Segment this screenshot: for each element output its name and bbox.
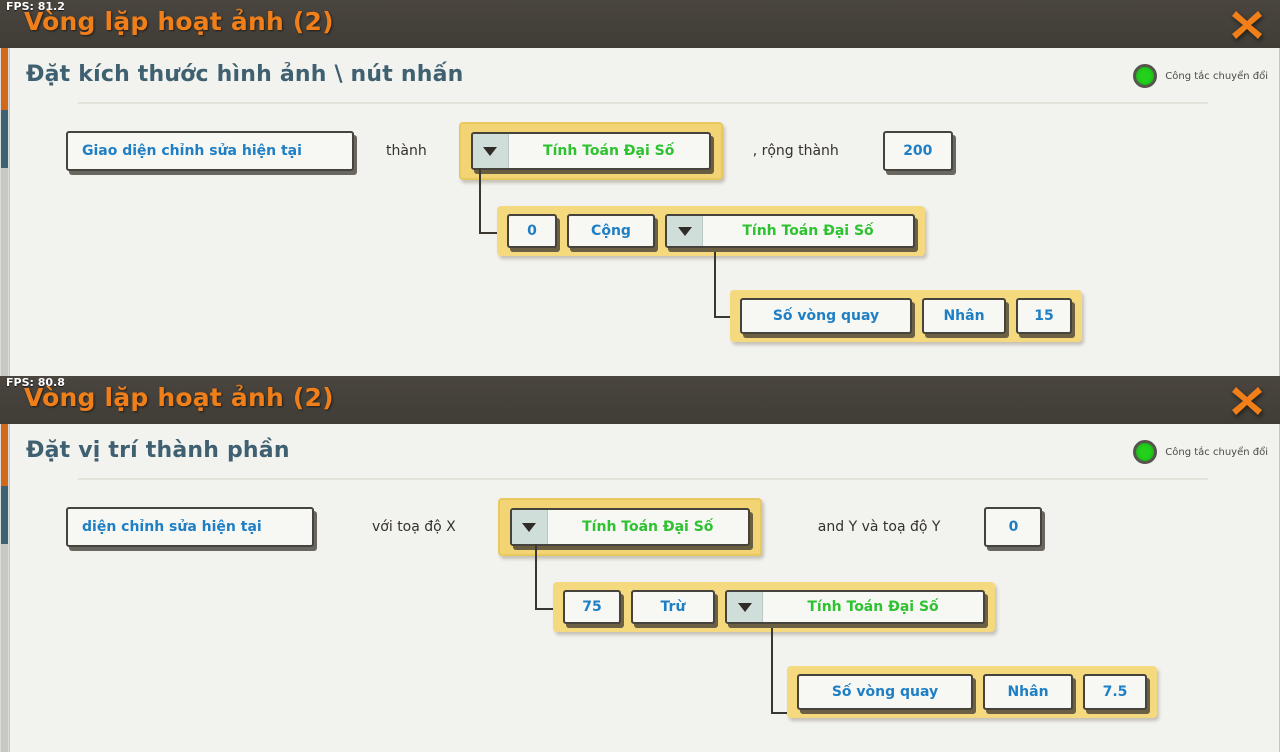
edge-color-strip — [0, 424, 9, 752]
panel-1-body: Đặt kích thước hình ảnh \ nút nhấn Công … — [0, 48, 1280, 376]
y-value-field[interactable]: 0 — [984, 507, 1043, 547]
connector-2-horizontal — [714, 316, 742, 318]
operand-a-field-2[interactable]: 0 — [507, 214, 557, 248]
algebra-dropdown-1[interactable]: Tính Toán Đại Số — [509, 508, 750, 546]
section-title: Đặt kích thước hình ảnh \ nút nhấn — [26, 62, 464, 87]
panel-1-titlebar: FPS: 81.2 Vòng lặp hoạt ảnh (2) — [0, 0, 1280, 53]
width-value-field[interactable]: 200 — [882, 131, 953, 171]
edge-segment-grey — [1, 544, 8, 752]
chevron-down-icon[interactable] — [511, 510, 548, 544]
fps-counter: FPS: 80.8 — [6, 376, 65, 389]
toggle-switch-group[interactable]: Công tắc chuyển đổi — [1133, 64, 1268, 88]
algebra-dropdown-1-label: Tính Toán Đại Số — [543, 143, 675, 159]
operator-field-2[interactable]: Cộng — [567, 214, 655, 248]
window-title: Vòng lặp hoạt ảnh (2) — [24, 383, 334, 412]
connector-2-vertical — [714, 252, 716, 318]
section-divider — [78, 102, 1208, 104]
edge-segment-orange — [1, 424, 8, 486]
algebra-dropdown-2-label: Tính Toán Đại Số — [807, 599, 939, 615]
toggle-label: Công tắc chuyển đổi — [1165, 446, 1268, 458]
toggle-label: Công tắc chuyển đổi — [1165, 70, 1268, 82]
operator-field-2[interactable]: Trừ — [631, 590, 715, 624]
toggle-led-icon[interactable] — [1133, 440, 1158, 464]
close-icon[interactable] — [1228, 6, 1266, 44]
algebra-dropdown-1-label: Tính Toán Đại Số — [582, 519, 714, 535]
panel-2-titlebar: FPS: 80.8 Vòng lặp hoạt ảnh (2) — [0, 376, 1280, 429]
connector-2-vertical — [771, 628, 773, 714]
algebra-dropdown-2-label: Tính Toán Đại Số — [742, 223, 874, 239]
operator-field-3[interactable]: Nhân — [983, 674, 1073, 710]
edge-color-strip — [0, 48, 9, 376]
operand-a-field-3[interactable]: Số vòng quay — [740, 298, 912, 334]
connector-1-vertical — [535, 544, 537, 610]
label-rong-thanh: , rộng thành — [752, 143, 839, 159]
expression-block-1: Tính Toán Đại Số — [497, 498, 762, 556]
statement-row-2: 0 Cộng Tính Toán Đại Số — [497, 206, 925, 256]
statement-row-1: Giao diện chỉnh sửa hiện tại thành Tính … — [66, 122, 953, 180]
algebra-dropdown-2[interactable]: Tính Toán Đại Số — [665, 214, 915, 248]
panel-left-border — [9, 424, 10, 752]
target-component-field[interactable]: Giao diện chỉnh sửa hiện tại — [66, 131, 354, 171]
section-divider — [78, 478, 1208, 480]
animation-loop-panel-1: FPS: 81.2 Vòng lặp hoạt ảnh (2) Đặt kích… — [0, 0, 1280, 376]
panel-2-body: Đặt vị trí thành phần Công tắc chuyển đổ… — [0, 424, 1280, 752]
target-component-field[interactable]: diện chỉnh sửa hiện tại — [66, 507, 314, 547]
toggle-switch-group[interactable]: Công tắc chuyển đổi — [1133, 440, 1268, 464]
label-thanh: thành — [386, 143, 427, 159]
operand-b-field-3[interactable]: 7.5 — [1083, 674, 1147, 710]
toggle-led-icon[interactable] — [1133, 64, 1158, 88]
edge-segment-grey — [1, 168, 8, 376]
operand-a-field-3[interactable]: Số vòng quay — [797, 674, 973, 710]
edge-segment-teal — [1, 110, 8, 168]
section-title: Đặt vị trí thành phần — [26, 438, 290, 463]
operand-b-field-3[interactable]: 15 — [1016, 298, 1072, 334]
statement-row-3: Số vòng quay Nhân 7.5 — [787, 666, 1157, 718]
statement-row-3: Số vòng quay Nhân 15 — [730, 290, 1082, 342]
connector-1-horizontal — [479, 232, 507, 234]
label-toa-do-y: and Y và toạ độ Y — [817, 519, 941, 535]
edge-segment-orange — [1, 48, 8, 110]
connector-1-horizontal — [535, 608, 563, 610]
algebra-dropdown-2[interactable]: Tính Toán Đại Số — [725, 590, 985, 624]
connector-1-vertical — [479, 168, 481, 234]
operator-field-3[interactable]: Nhân — [922, 298, 1006, 334]
expression-block-1: Tính Toán Đại Số — [458, 122, 723, 180]
fps-counter: FPS: 81.2 — [6, 0, 65, 13]
expression-block-3: Số vòng quay Nhân 7.5 — [787, 666, 1157, 718]
connector-2-horizontal — [771, 712, 799, 714]
chevron-down-icon[interactable] — [727, 592, 763, 622]
operand-a-field-2[interactable]: 75 — [563, 590, 621, 624]
expression-block-2: 75 Trừ Tính Toán Đại Số — [553, 582, 995, 632]
expression-block-3: Số vòng quay Nhân 15 — [730, 290, 1082, 342]
panel-left-border — [9, 48, 10, 376]
chevron-down-icon[interactable] — [667, 216, 703, 246]
expression-block-2: 0 Cộng Tính Toán Đại Số — [497, 206, 925, 256]
close-icon[interactable] — [1228, 382, 1266, 420]
window-title: Vòng lặp hoạt ảnh (2) — [24, 7, 334, 36]
statement-row-2: 75 Trừ Tính Toán Đại Số — [553, 582, 995, 632]
algebra-dropdown-1[interactable]: Tính Toán Đại Số — [470, 132, 711, 170]
chevron-down-icon[interactable] — [472, 134, 509, 168]
label-toa-do-x: với toạ độ X — [372, 519, 456, 535]
edge-segment-teal — [1, 486, 8, 544]
animation-loop-panel-2: FPS: 80.8 Vòng lặp hoạt ảnh (2) Đặt vị t… — [0, 376, 1280, 752]
statement-row-1: diện chỉnh sửa hiện tại với toạ độ X Tín… — [66, 498, 1043, 556]
